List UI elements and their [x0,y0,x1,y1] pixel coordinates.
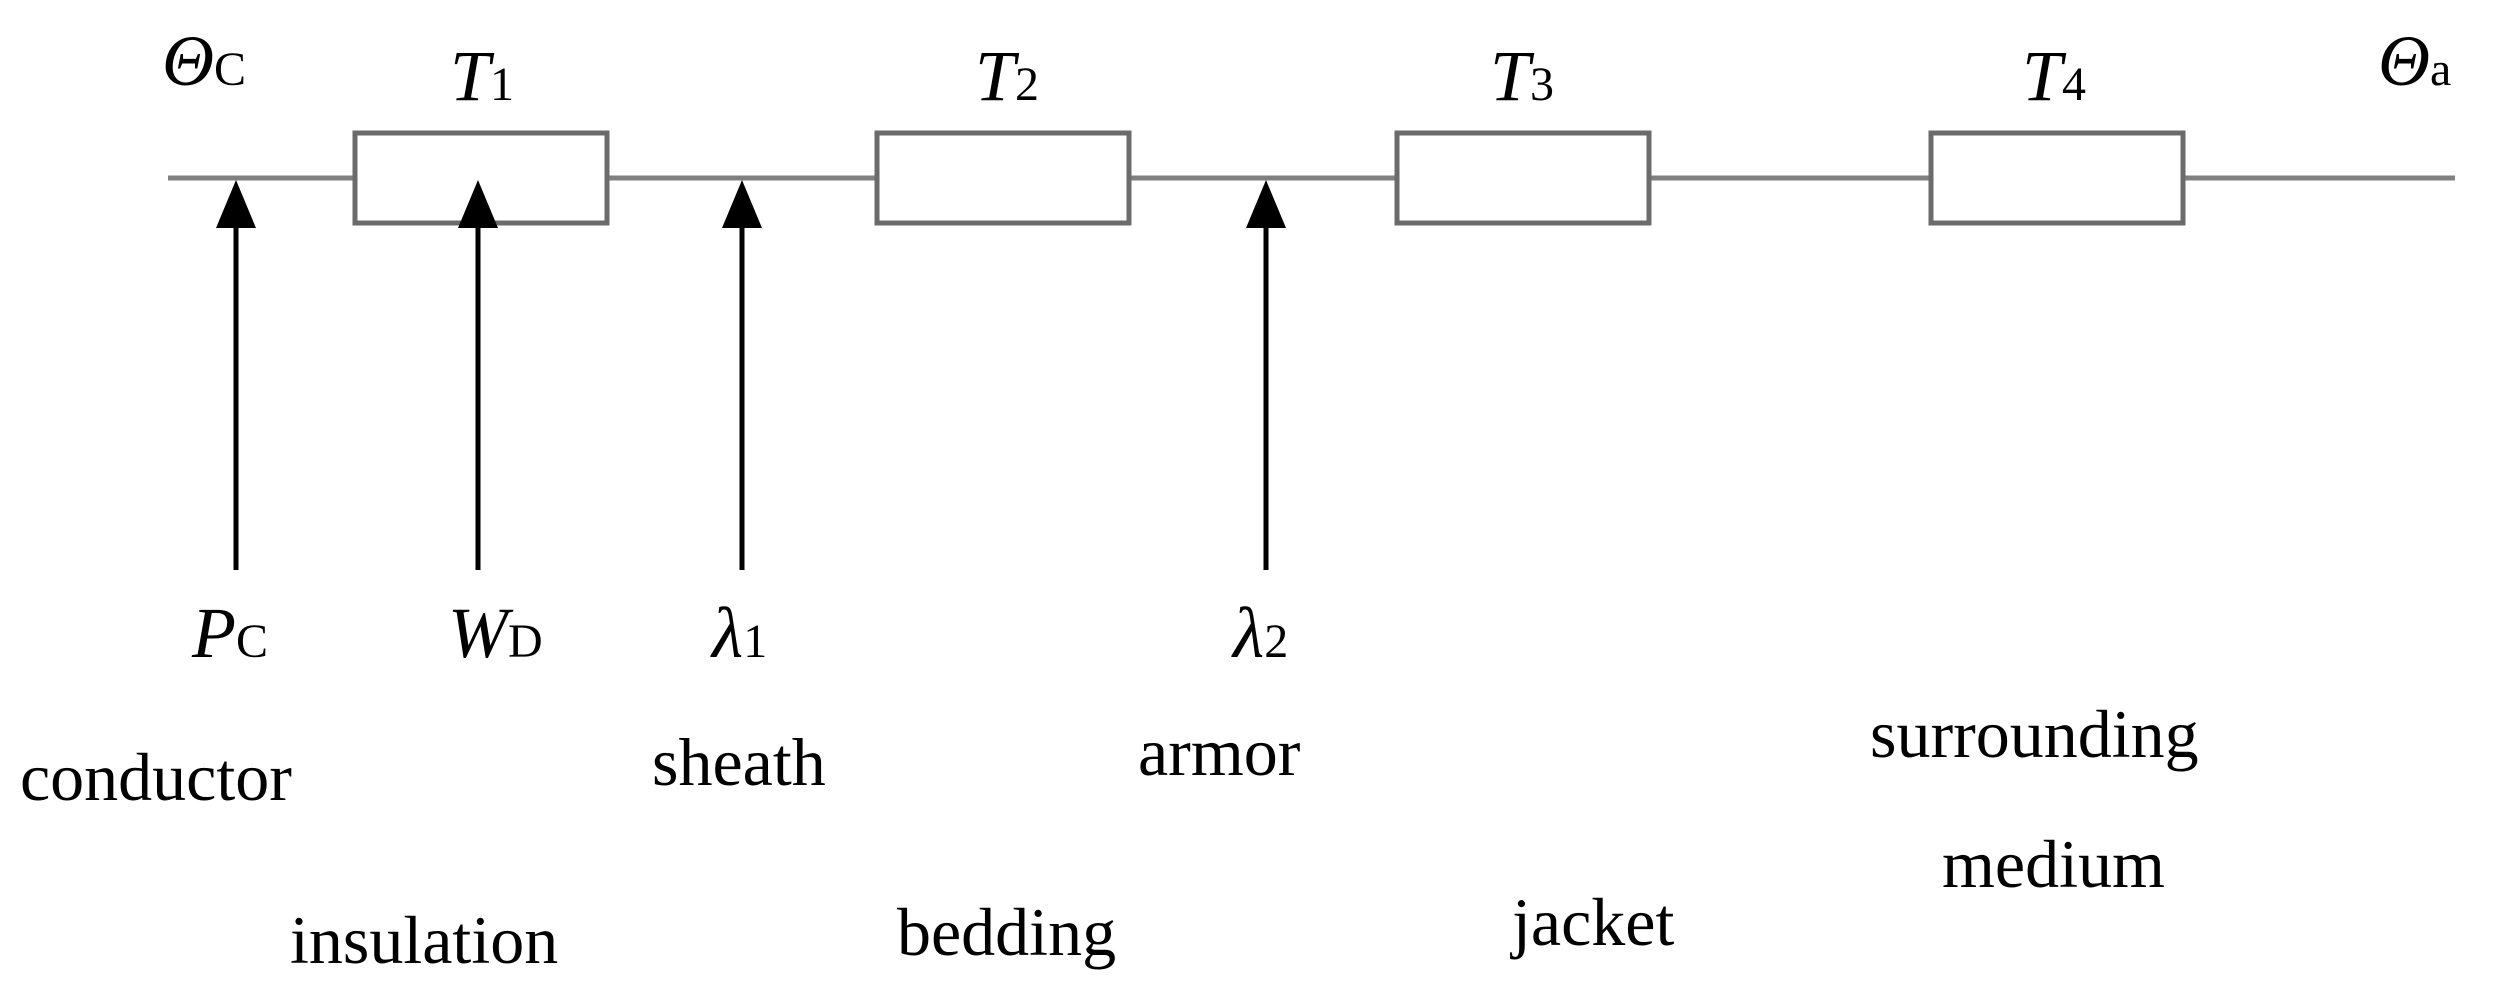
layer-surrounding: surrounding [1870,696,2199,772]
layer-conductor: conductor [20,739,292,815]
t3-label: T3 [1490,36,1554,116]
layer-bedding: bedding [897,894,1116,970]
arrow-wd [458,180,498,570]
layer-medium: medium [1942,826,2165,902]
layer-sheath: sheath [652,724,826,800]
arrow-lambda1 [722,180,762,570]
resistor-t3-box [1394,130,1652,226]
resistor-t2-box [874,130,1132,226]
lambda1-label: λ1 [710,593,767,673]
arrow-lambda2 [1246,180,1286,570]
layer-jacket: jacket [1510,884,1674,960]
t1-label: T1 [450,36,514,116]
layer-armor: armor [1138,714,1301,790]
t2-label: T2 [975,36,1039,116]
arrow-pc [216,180,256,570]
theta-a-label: Θa [2378,21,2451,101]
wd-label: WD [448,593,543,673]
t4-label: T4 [2022,36,2086,116]
resistor-t4-box [1928,130,2186,226]
pc-label: PC [191,593,268,673]
lambda2-label: λ2 [1231,593,1288,673]
theta-c-label: ΘC [162,21,246,101]
layer-insulation: insulation [290,902,558,978]
